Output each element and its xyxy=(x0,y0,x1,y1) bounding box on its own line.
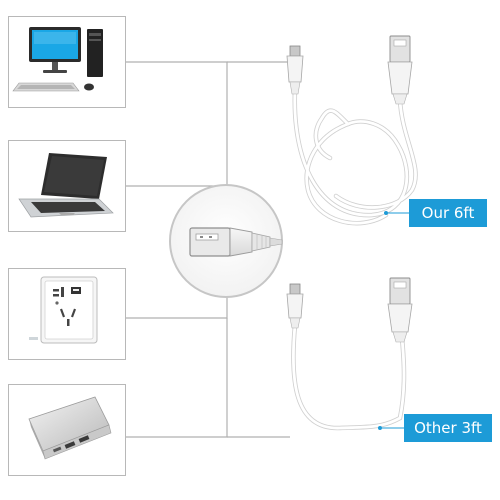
short-cable-usb-a-head xyxy=(387,277,413,343)
device-box-wall-outlet xyxy=(8,268,126,360)
wall-usb-outlet-icon xyxy=(29,276,98,344)
device-box-power-bank xyxy=(8,384,126,476)
laptop-icon xyxy=(18,153,114,218)
long-cable-usb-a-head xyxy=(387,35,413,105)
short-cable-length-label: Other 3ft xyxy=(404,414,492,442)
long-cable-length-label: Our 6ft xyxy=(409,199,487,227)
connector-lines xyxy=(126,61,290,438)
long-cable xyxy=(292,87,418,226)
power-bank-icon xyxy=(28,396,112,460)
usb-plug-magnifier xyxy=(169,184,283,298)
device-box-desktop xyxy=(8,16,126,108)
short-cable xyxy=(291,322,407,431)
desktop-computer-icon xyxy=(12,27,103,92)
short-cable-micro-usb-head xyxy=(286,283,304,329)
long-cable-micro-usb-head xyxy=(286,45,304,95)
device-box-laptop xyxy=(8,140,126,232)
